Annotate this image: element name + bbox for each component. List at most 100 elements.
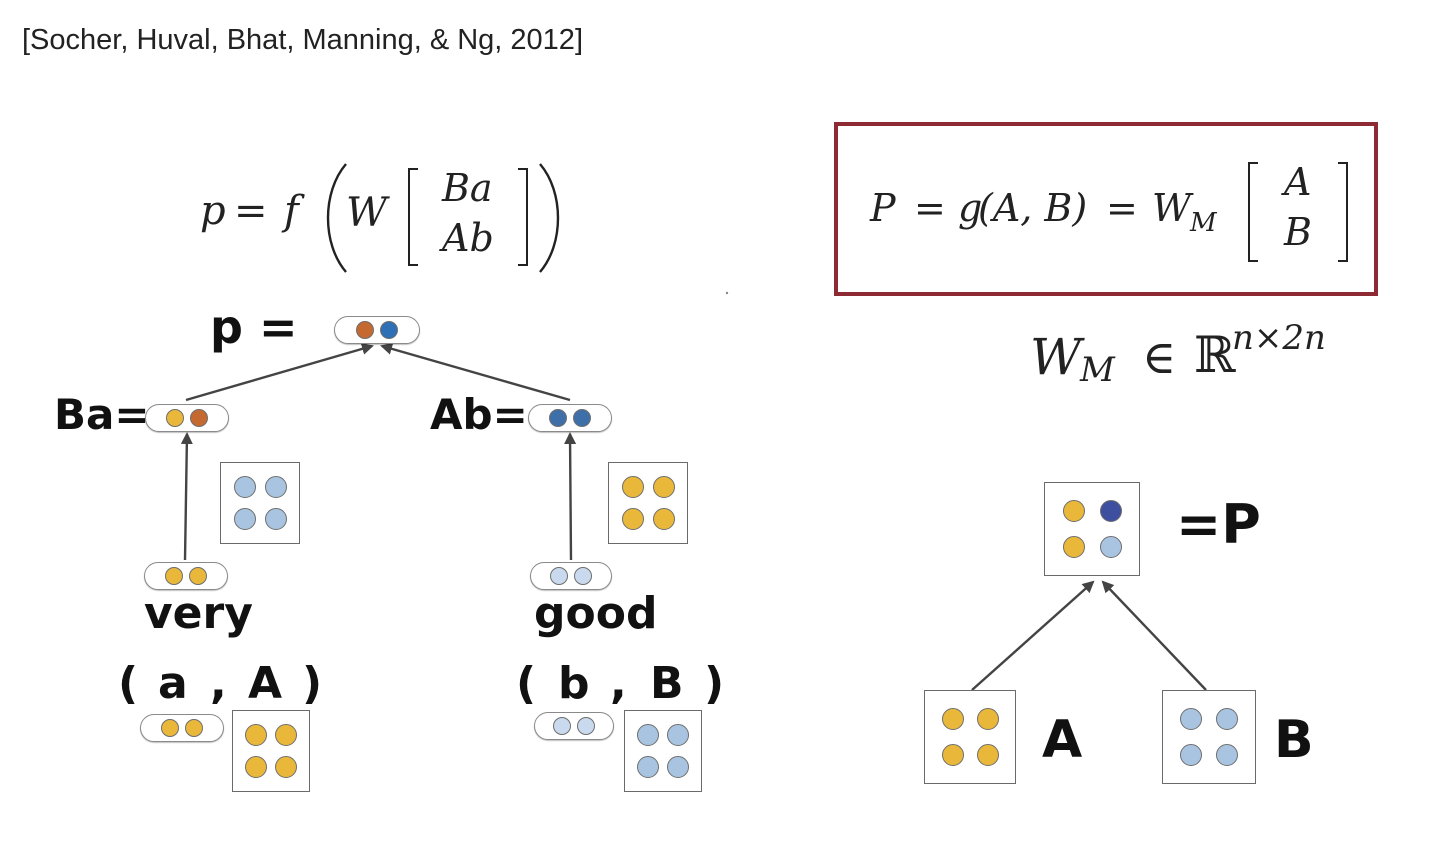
pair-right-mat: B — [650, 658, 684, 709]
pair-right-comma: , — [610, 658, 627, 709]
stray-dot — [725, 291, 729, 295]
mat-dot — [621, 508, 644, 530]
b-dot-1 — [553, 717, 571, 735]
matrix-a-upper — [608, 462, 688, 544]
pair-left-comma: , — [210, 658, 227, 709]
mat-dot — [1062, 500, 1085, 522]
matrix-A-right — [924, 690, 1016, 784]
mat-dot — [275, 756, 297, 778]
left-bracket-close — [518, 168, 528, 266]
pair-right-open: ( — [516, 658, 537, 709]
left-formula-eq: = — [234, 188, 268, 234]
right-formula-top: A — [1284, 160, 1312, 204]
left-paren-open — [326, 163, 347, 273]
pair-left-open: ( — [118, 658, 139, 709]
ab-dot-1 — [549, 409, 567, 427]
mat-dot — [637, 756, 659, 778]
ab-vector — [528, 404, 612, 432]
good-vector — [530, 562, 612, 590]
mat-dot — [667, 724, 689, 746]
mat-dot — [264, 476, 287, 498]
right-bracket-close — [1338, 162, 1348, 262]
mat-dot — [1062, 536, 1085, 558]
a-dot-2 — [185, 719, 203, 737]
left-formula-bottom: Ab — [442, 216, 494, 260]
very-dot-2 — [189, 567, 207, 585]
citation: [Socher, Huval, Bhat, Manning, & Ng, 201… — [22, 24, 583, 56]
matrix-P — [1044, 482, 1140, 576]
arrow-good-to-ab — [564, 432, 577, 561]
mat-dot — [1180, 744, 1202, 766]
domain-weight: W — [1030, 328, 1082, 386]
right-formula-args: (A, B) — [978, 186, 1088, 230]
left-formula-top: Ba — [442, 166, 493, 210]
word-very: very — [144, 588, 253, 639]
ba-vector — [145, 404, 229, 432]
left-paren-close — [539, 163, 560, 273]
right-formula-eq2: = — [1106, 186, 1138, 230]
mat-dot — [245, 756, 267, 778]
good-dot-2 — [574, 567, 592, 585]
pair-right-close: ) — [704, 658, 725, 709]
domain-space: ℝ — [1194, 326, 1236, 384]
mat-dot — [1099, 500, 1122, 522]
a-dot-1 — [161, 719, 179, 737]
right-formula-func: g — [958, 186, 983, 230]
mat-dot — [264, 508, 287, 530]
domain-weight-sub: M — [1080, 350, 1115, 390]
mat-dot — [652, 508, 675, 530]
very-vector — [144, 562, 228, 590]
matrix-A — [232, 710, 310, 792]
ba-dot-1 — [166, 409, 184, 427]
left-formula: p = f W Ba Ab — [200, 158, 570, 276]
p-dot-2 — [380, 321, 398, 339]
arrow-b-to-P — [1101, 580, 1207, 691]
mat-dot — [275, 724, 297, 746]
p-vector — [334, 316, 420, 344]
pair-right-vec: b — [558, 658, 590, 709]
mat-dot — [637, 724, 659, 746]
mat-dot — [976, 744, 999, 766]
pair-left-mat: A — [248, 658, 283, 709]
P-label: =P — [1176, 493, 1261, 556]
arrow-a-to-P — [971, 580, 1095, 691]
domain-in: ∈ — [1142, 330, 1177, 384]
mat-dot — [941, 708, 964, 730]
mat-dot — [233, 476, 256, 498]
mat-dot — [621, 476, 644, 498]
right-formula-weight: W — [1152, 186, 1192, 230]
arrow-ab-to-p — [380, 342, 571, 402]
pair-left-vec: a — [158, 658, 188, 709]
right-formula-bottom: B — [1284, 210, 1312, 254]
right-formula-eq1: = — [914, 186, 946, 230]
arrow-very-to-ba — [180, 432, 193, 561]
left-bracket-open — [408, 168, 418, 266]
mat-dot — [1180, 708, 1202, 730]
ba-dot-2 — [190, 409, 208, 427]
right-formula: P = g (A, B) = W M A B — [870, 150, 1360, 270]
ab-label: Ab= — [430, 390, 528, 439]
ba-label: Ba= — [54, 390, 150, 439]
matrix-B-right — [1162, 690, 1256, 784]
pair-left-close: ) — [302, 658, 323, 709]
word-good: good — [534, 588, 658, 639]
arrow-ba-to-p — [185, 343, 374, 402]
B-label: B — [1274, 710, 1314, 770]
mat-dot — [1216, 744, 1238, 766]
ab-dot-2 — [573, 409, 591, 427]
a-vector — [140, 714, 224, 742]
right-formula-weight-sub: M — [1190, 208, 1217, 238]
mat-dot — [976, 708, 999, 730]
mat-dot — [245, 724, 267, 746]
A-label: A — [1042, 710, 1083, 770]
matrix-b-upper — [220, 462, 300, 544]
very-dot-1 — [165, 567, 183, 585]
b-dot-2 — [577, 717, 595, 735]
mat-dot — [941, 744, 964, 766]
good-dot-1 — [550, 567, 568, 585]
mat-dot — [667, 756, 689, 778]
mat-dot — [233, 508, 256, 530]
right-bracket-open — [1248, 162, 1258, 262]
formula-box — [834, 122, 1378, 296]
